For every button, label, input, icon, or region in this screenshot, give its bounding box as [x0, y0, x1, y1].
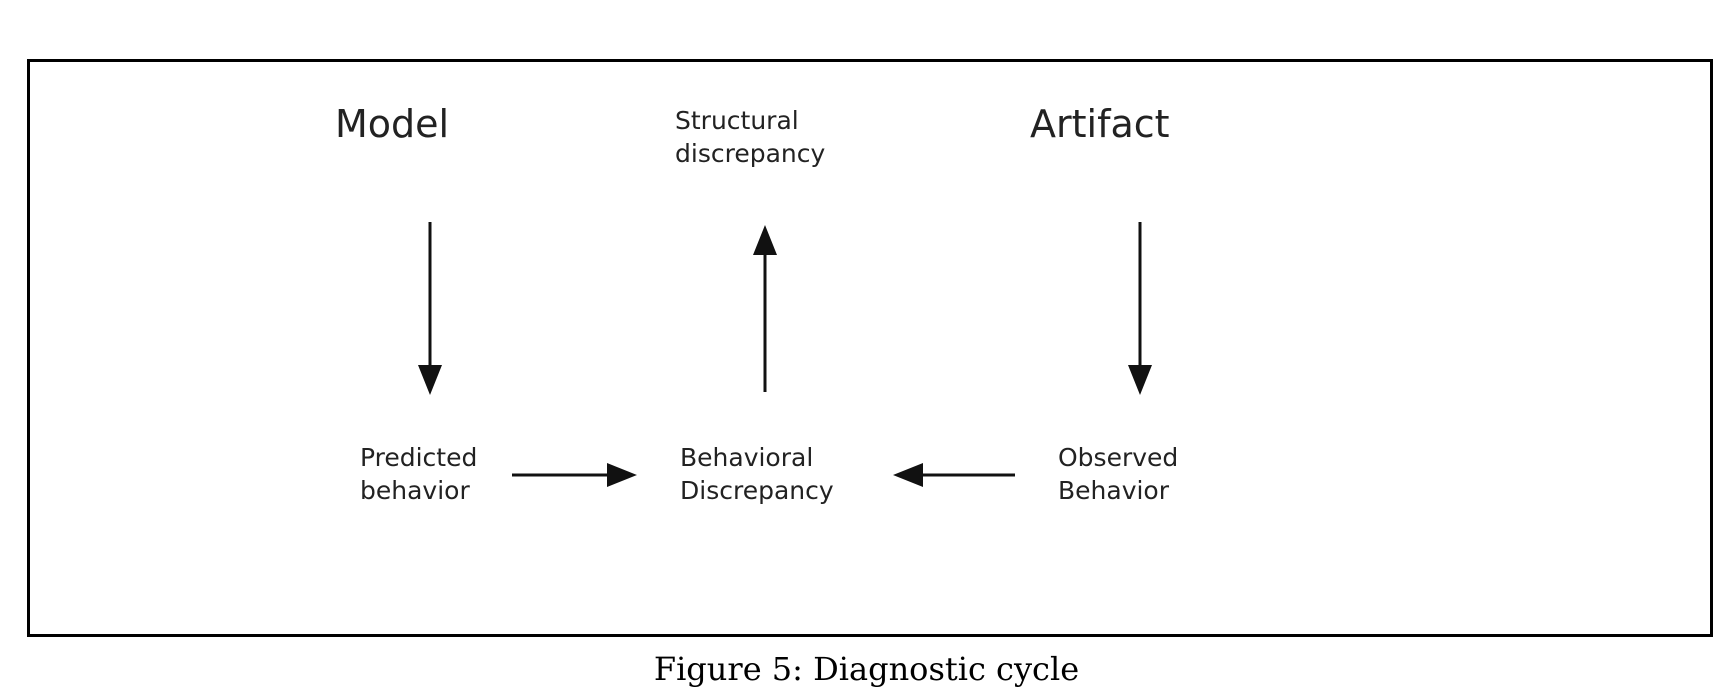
node-observed-line2: Behavior [1058, 475, 1170, 505]
node-artifact: Artifact [1030, 102, 1170, 146]
node-model: Model [335, 102, 450, 146]
node-structural-line1: Structural [675, 106, 799, 135]
node-predicted-line2: behavior [360, 475, 470, 505]
node-behavioral-discrepancy: Behavioral Discrepancy [680, 442, 834, 507]
node-predicted-line1: Predicted [360, 443, 478, 472]
node-predicted-behavior: Predicted behavior [360, 442, 477, 507]
diagram-frame [27, 59, 1713, 637]
node-observed-behavior: Observed Behavior [1058, 442, 1178, 507]
arrow-predicted-to-behavioral [512, 463, 637, 487]
arrow-artifact-to-observed [1128, 222, 1152, 395]
arrows-layer [418, 222, 1152, 487]
node-observed-line1: Observed [1058, 443, 1179, 472]
node-structural-discrepancy: Structural discrepancy [675, 105, 825, 170]
node-behavioral-line1: Behavioral [680, 443, 814, 472]
figure-caption: Figure 5: Diagnostic cycle [653, 650, 1080, 688]
arrow-observed-to-behavioral [893, 463, 1015, 487]
node-structural-line2: discrepancy [675, 138, 826, 168]
arrow-behavioral-to-structural [753, 225, 777, 392]
arrow-model-to-predicted [418, 222, 442, 395]
node-behavioral-line2: Discrepancy [680, 475, 834, 505]
